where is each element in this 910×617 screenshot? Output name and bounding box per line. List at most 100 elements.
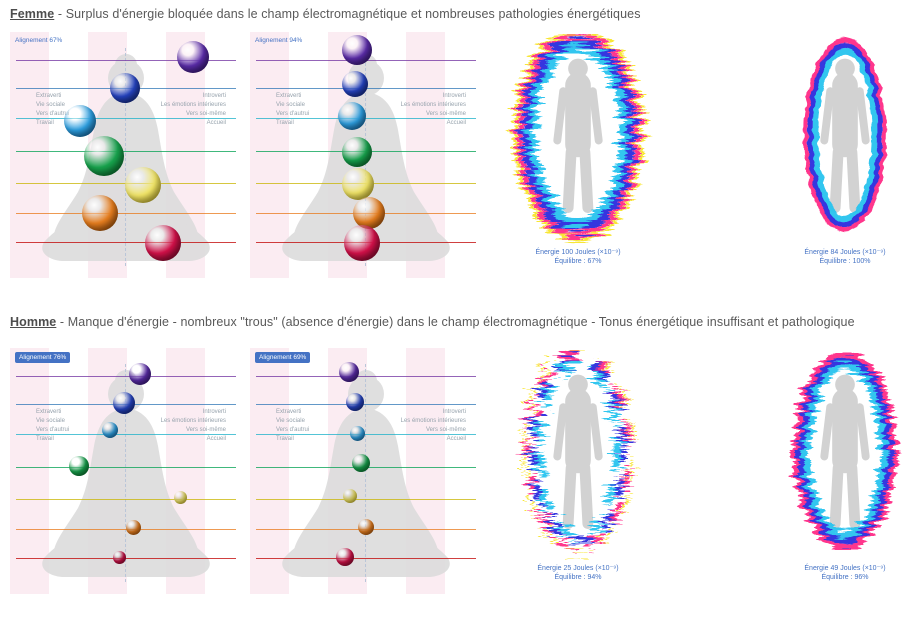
chakra-level-line — [16, 151, 236, 152]
chakra-level-line — [256, 404, 476, 405]
chakra-sphere-root — [145, 225, 181, 261]
side-label: Les émotions intérieures — [160, 418, 226, 424]
chakra-sphere-heart — [84, 136, 124, 176]
side-label: Vie sociale — [36, 418, 65, 424]
chakra-sphere-throat — [349, 425, 365, 441]
person-silhouette — [820, 58, 870, 213]
chakra-level-line — [16, 467, 236, 468]
side-label: Travail — [36, 120, 54, 126]
chakra-level-line — [16, 213, 236, 214]
chakra-sphere-plexus — [342, 168, 374, 200]
aura-energy-label: Énergie 49 Joules (×10⁻⁹) — [804, 565, 886, 572]
aura-balance-label: Équilibre : 94% — [554, 574, 602, 581]
chakra-sphere-sacral — [353, 197, 385, 229]
aura-balance-label: Équilibre : 96% — [821, 574, 869, 581]
chakra-sphere-sacral — [358, 519, 374, 535]
side-label: Introverti — [202, 409, 226, 415]
aura-balance-label: Équilibre : 67% — [554, 258, 602, 265]
aura-balance-label: Équilibre : 100% — [819, 258, 871, 265]
chakra-sphere-third_eye — [346, 393, 364, 411]
aura-image — [498, 34, 658, 246]
chakra-sphere-plexus — [173, 490, 187, 504]
side-label: Extraverti — [276, 409, 302, 415]
chakra-sphere-throat — [338, 102, 366, 130]
aura-energy-label: Énergie 100 Joules (×10⁻⁹) — [535, 249, 621, 256]
aura-graphic — [521, 350, 635, 553]
subject-homme: Homme — [10, 315, 57, 329]
side-label: Accueil — [206, 120, 226, 126]
aura-figure-femme-right: Énergie 84 Joules (×10⁻⁹) Équilibre : 10… — [765, 34, 910, 266]
side-label: Vie sociale — [36, 102, 65, 108]
chakra-level-line — [16, 118, 236, 119]
side-label: Extraverti — [36, 93, 62, 99]
chakra-sphere-crown — [177, 41, 209, 73]
chakra-sphere-root — [336, 548, 354, 566]
aura-image — [765, 350, 910, 562]
chakra-level-line — [256, 499, 476, 500]
alignment-label: Alignement 76% — [15, 352, 71, 363]
side-label: Vers soi-même — [185, 111, 226, 117]
side-label: Introverti — [442, 409, 466, 415]
alignment-label: Alignement 94% — [255, 37, 303, 44]
section-heading-homme: Homme - Manque d'énergie - nombreux "tro… — [10, 315, 855, 329]
side-label: Vers d'autrui — [36, 111, 70, 117]
side-label: Extraverti — [36, 409, 62, 415]
chakra-sphere-third_eye — [113, 392, 135, 414]
center-axis — [125, 48, 126, 266]
subject-femme: Femme — [10, 7, 55, 21]
chakra-sphere-crown — [342, 35, 372, 65]
chakra-level-line — [256, 118, 476, 119]
meditating-silhouette — [42, 370, 210, 577]
chakra-sphere-crown — [129, 363, 151, 385]
side-label: Introverti — [442, 93, 466, 99]
heading-text-femme: - Surplus d'énergie bloquée dans le cham… — [54, 7, 641, 21]
chakra-sphere-plexus — [125, 167, 161, 203]
chakra-level-line — [256, 558, 476, 559]
chakra-sphere-root — [344, 225, 380, 261]
chakra-level-line — [256, 434, 476, 435]
chakra-sphere-root — [112, 550, 126, 564]
side-label: Vers soi-même — [185, 427, 226, 433]
aura-caption: Énergie 84 Joules (×10⁻⁹) Équilibre : 10… — [765, 248, 910, 266]
aura-image — [498, 350, 658, 562]
chakra-level-line — [16, 558, 236, 559]
chakra-sphere-sacral — [82, 195, 118, 231]
side-label: Vie sociale — [276, 418, 305, 424]
side-label: Vers d'autrui — [276, 111, 310, 117]
aura-graphic — [803, 38, 887, 232]
side-label: Vie sociale — [276, 102, 305, 108]
chakra-sphere-heart — [342, 137, 372, 167]
alignment-label: Alignement 67% — [15, 37, 63, 44]
chakra-sphere-throat — [64, 105, 96, 137]
side-label: Vers d'autrui — [36, 427, 70, 433]
person-silhouette — [820, 374, 870, 529]
chakra-sphere-sacral — [125, 519, 141, 535]
person-silhouette — [553, 58, 603, 213]
aura-figure-femme-left: Énergie 100 Joules (×10⁻⁹) Équilibre : 6… — [498, 34, 658, 266]
section-heading-femme: Femme - Surplus d'énergie bloquée dans l… — [10, 7, 641, 21]
side-label: Vers soi-même — [425, 427, 466, 433]
side-label: Travail — [36, 436, 54, 442]
side-label: Vers d'autrui — [276, 427, 310, 433]
person-silhouette — [553, 374, 603, 529]
aura-graphic — [512, 34, 644, 242]
side-label: Accueil — [206, 436, 226, 442]
chakra-sphere-crown — [339, 362, 359, 382]
side-label: Les émotions intérieures — [160, 102, 226, 108]
center-axis — [125, 364, 126, 582]
aura-caption: Énergie 100 Joules (×10⁻⁹) Équilibre : 6… — [498, 248, 658, 266]
side-label: Accueil — [446, 436, 466, 442]
side-label: Vers soi-même — [425, 111, 466, 117]
